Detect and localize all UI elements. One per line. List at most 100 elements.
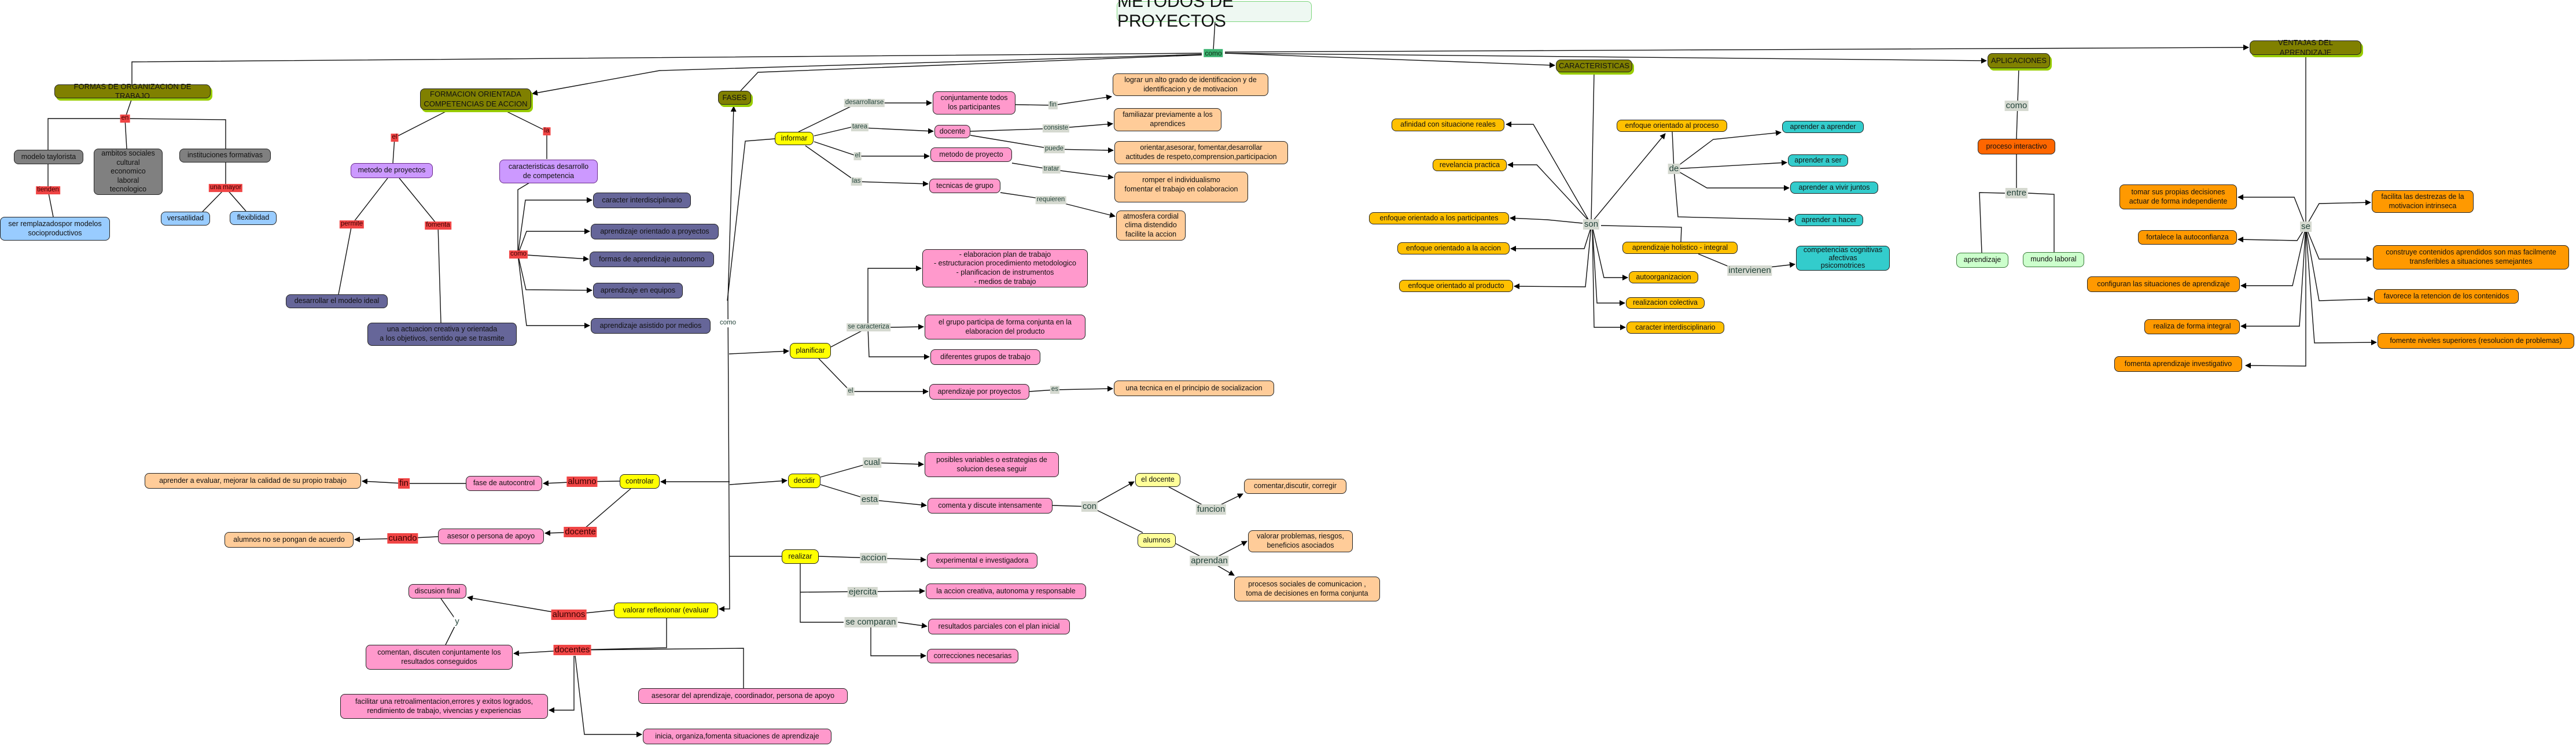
node-comenta-discute[interactable]: comenta y discute intensamente: [928, 498, 1053, 514]
node-aprendizaje-asistido-medios[interactable]: aprendizaje asistido por medios: [591, 318, 711, 334]
node-caracteristicas[interactable]: CARACTERISTICAS: [1556, 60, 1632, 72]
node-competencias[interactable]: competencias cognitivas afectivas psicom…: [1796, 246, 1890, 271]
node-fomente-niveles[interactable]: fomente niveles superiores (resolucion d…: [2378, 333, 2574, 349]
node-asesorar-aprendizaje[interactable]: asesorar del aprendizaje, coordinador, p…: [638, 688, 848, 704]
link-label-cual: cual: [863, 457, 881, 468]
node-caracteristicas-desarrollo[interactable]: caracteristicas desarrollo de competenci…: [499, 160, 598, 183]
node-aprender-a-hacer[interactable]: aprender a hacer: [1795, 214, 1863, 226]
node-orientar-asesorar[interactable]: orientar,asesorar, fomentar,desarrollar …: [1114, 141, 1288, 164]
node-remplazados[interactable]: ser remplazadospor modelos socioproducti…: [0, 217, 110, 241]
node-tecnicas-de-grupo[interactable]: tecnicas de grupo: [929, 179, 1000, 193]
node-grupo-participa[interactable]: el grupo participa de forma conjunta en …: [925, 315, 1085, 339]
link-label-como: como: [509, 250, 528, 258]
node-aprendizaje[interactable]: aprendizaje: [1956, 253, 2008, 268]
node-versatilidad[interactable]: versatilidad: [161, 212, 210, 226]
node-fase-autocontrol[interactable]: fase de autocontrol: [466, 476, 542, 491]
node-caracter-interdisciplinario[interactable]: caracter interdisciplinario: [593, 193, 691, 208]
node-correcciones[interactable]: correcciones necesarias: [927, 649, 1018, 663]
node-fomenta-investigativo[interactable]: fomenta aprendizaje investigativo: [2114, 356, 2242, 372]
node-enfoque-proceso[interactable]: enfoque orientado al proceso: [1617, 120, 1727, 132]
node-configuran[interactable]: configuran las situaciones de aprendizaj…: [2087, 276, 2240, 292]
link-label-alumno: alumno: [566, 477, 598, 487]
node-planificar[interactable]: planificar: [790, 343, 831, 359]
node-aprender-a-vivir-juntos[interactable]: aprender a vivir juntos: [1790, 182, 1878, 194]
link-label-root-como: como: [1204, 49, 1223, 58]
link-label-tratar: tratar: [1042, 165, 1061, 173]
node-fases[interactable]: FASES: [718, 91, 751, 105]
node-construye[interactable]: construye contenidos aprendidos son mas …: [2373, 245, 2569, 269]
node-modelo-taylorista[interactable]: modelo taylorista: [14, 150, 83, 164]
node-decidir[interactable]: decidir: [788, 474, 820, 488]
node-tecnica-socializacion[interactable]: una tecnica en el principio de socializa…: [1114, 381, 1274, 396]
link-label-desarrollarse: desarrollarse: [844, 99, 885, 107]
node-favorece[interactable]: favorece la retencion de los contenidos: [2374, 289, 2519, 304]
node-mundo-laboral[interactable]: mundo laboral: [2023, 252, 2084, 267]
link-label-puede: puede: [1044, 145, 1065, 153]
node-informar[interactable]: informar: [775, 132, 814, 145]
node-posibles-variables[interactable]: posibles variables o estrategias de solu…: [925, 452, 1059, 477]
node-revelancia[interactable]: revelancia practica: [1433, 159, 1507, 171]
node-enfoque-accion[interactable]: enfoque orientado a la accion: [1397, 242, 1510, 254]
node-afinidad[interactable]: afinidad con situacione reales: [1392, 119, 1504, 131]
link-label-como-fases: como: [718, 319, 738, 327]
node-asesor-persona-apoyo[interactable]: asesor o persona de apoyo: [438, 529, 544, 544]
link-label-y: y: [454, 616, 461, 627]
node-elaboracion-plan[interactable]: - elaboracion plan de trabajo - estructu…: [922, 249, 1088, 287]
node-autoorganizacion[interactable]: autoorganizacion: [1629, 271, 1698, 283]
node-tomar-decisiones[interactable]: tomar sus propias decisiones actuar de f…: [2119, 184, 2237, 209]
link-label-requieren: requieren: [1035, 196, 1066, 204]
node-conjuntamente[interactable]: conjuntamente todos los participantes: [933, 91, 1015, 115]
node-aprender-evaluar[interactable]: aprender a evaluar, mejorar la calidad d…: [145, 473, 361, 489]
node-desarrollar-modelo-ideal[interactable]: desarrollar el modelo ideal: [286, 294, 388, 308]
node-enfoque-participantes[interactable]: enfoque orientado a los participantes: [1369, 212, 1509, 224]
node-facilitar-retroalimentacion[interactable]: facilitar una retroalimentacion,errores …: [340, 694, 548, 719]
node-aplicaciones[interactable]: APLICACIONES: [1988, 53, 2050, 68]
node-comentan-discuten[interactable]: comentan, discuten conjuntamente los res…: [366, 645, 513, 670]
node-atmosfera-cordial[interactable]: atmosfera cordial clima distendido facil…: [1116, 210, 1186, 241]
node-formacion-orientada[interactable]: FORMACION ORIENTADA COMPETENCIAS DE ACCI…: [420, 88, 531, 110]
node-experimental[interactable]: experimental e investigadora: [927, 553, 1037, 568]
node-valorar-reflexionar[interactable]: valorar reflexionar (evaluar: [614, 603, 718, 618]
node-metodo-de-proyectos[interactable]: metodo de proyectos: [351, 163, 433, 178]
node-aprendizaje-holistico[interactable]: aprendizaje holistico - integral: [1622, 242, 1738, 254]
node-alumnos[interactable]: alumnos: [1138, 533, 1176, 548]
node-resultados-parciales[interactable]: resultados parciales con el plan inicial: [928, 619, 1070, 634]
node-alumnos-no-acuerdo[interactable]: alumnos no se pongan de acuerdo: [225, 532, 354, 548]
node-aprendizaje-por-proyectos[interactable]: aprendizaje por proyectos: [929, 384, 1029, 400]
node-aprender-a-ser[interactable]: aprender a ser: [1788, 154, 1848, 167]
node-metodo-de-proyecto[interactable]: metodo de proyecto: [930, 147, 1012, 162]
node-romper-individualismo[interactable]: romper el individualismo fomentar el tra…: [1114, 172, 1248, 202]
node-actuacion-creativa[interactable]: una actuacion creativa y orientada a los…: [367, 323, 517, 346]
node-enfoque-producto[interactable]: enfoque orientado al producto: [1399, 280, 1513, 292]
link-label-tarea: tarea: [851, 123, 869, 131]
node-el-docente[interactable]: el docente: [1135, 473, 1180, 487]
node-diferentes-grupos[interactable]: diferentes grupos de trabajo: [930, 349, 1040, 365]
node-lograr-identificacion[interactable]: lograr un alto grado de identificacion y…: [1113, 73, 1268, 96]
node-docente[interactable]: docente: [934, 125, 970, 138]
node-discusion-final[interactable]: discusion final: [409, 584, 466, 599]
node-procesos-sociales[interactable]: procesos sociales de comunicacion , toma…: [1234, 577, 1380, 601]
node-aprender-a-aprender[interactable]: aprender a aprender: [1782, 121, 1864, 133]
node-facilita-destrezas[interactable]: facilita las destrezas de la motivacion …: [2372, 190, 2474, 213]
node-flexiblidad[interactable]: flexiblidad: [230, 211, 277, 225]
node-aprendizaje-orientado-proyectos[interactable]: aprendizaje orientado a proyectos: [591, 224, 719, 239]
node-realiza-integral[interactable]: realiza de forma integral: [2144, 319, 2240, 334]
link-label-entre: entre: [2005, 188, 2028, 198]
node-ventajas[interactable]: VENTAJAS DEL APRENDIZAJE: [2250, 38, 2361, 57]
node-inicia-organiza[interactable]: inicia, organiza,fomenta situaciones de …: [643, 729, 831, 744]
node-formas-organizacion[interactable]: FORMAS DE ORGANIZACION DE TRABAJO: [54, 82, 211, 100]
node-instituciones-formativas[interactable]: instituciones formativas: [179, 149, 271, 163]
node-caracter-interdisciplinario-2[interactable]: caracter interdisciplinario: [1626, 322, 1724, 334]
node-fortalece[interactable]: fortalece la autoconfianza: [2138, 230, 2237, 245]
node-controlar[interactable]: controlar: [620, 474, 660, 489]
node-formas-aprendizaje-autonomo[interactable]: formas de aprendizaje autonomo: [590, 252, 714, 267]
node-ambitos-sociales[interactable]: ambitos sociales cultural economico labo…: [94, 149, 163, 195]
node-realizacion-colectiva[interactable]: realizacion colectiva: [1626, 297, 1705, 309]
node-comentar-discutir[interactable]: comentar,discutir, corregir: [1244, 479, 1346, 494]
node-proceso-interactivo[interactable]: proceso interactivo: [1978, 139, 2055, 154]
node-realizar[interactable]: realizar: [782, 549, 819, 564]
node-aprendizaje-en-equipos[interactable]: aprendizaje en equipos: [593, 283, 683, 298]
node-valorar-problemas[interactable]: valorar problemas, riesgos, beneficios a…: [1248, 530, 1353, 552]
node-accion-creativa[interactable]: la accion creativa, autonoma y responsab…: [926, 583, 1086, 599]
node-familiazar[interactable]: familiazar previamente a los aprendices: [1114, 108, 1221, 131]
